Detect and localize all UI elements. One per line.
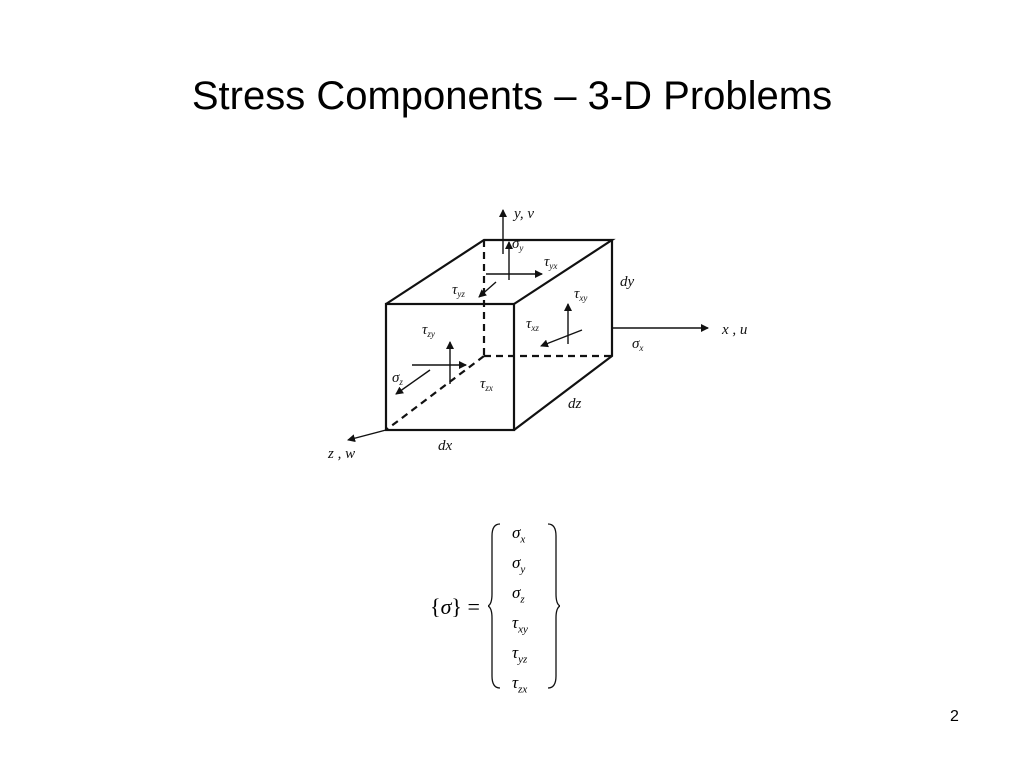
cube-hidden-edges	[385, 240, 612, 431]
dim-dz-label: dz	[568, 396, 582, 412]
stress-element-figure: y, v x , u z , w dx dy dz σy τyx τyz τxy…	[318, 196, 788, 476]
tau-yz-label: τyz	[452, 282, 465, 299]
cube-outline	[384, 238, 616, 432]
cube-right-face	[513, 240, 614, 431]
lhs-close-equals: } =	[451, 594, 480, 619]
axis-x-label: x , u	[721, 322, 747, 338]
lhs-open-brace: {	[430, 594, 441, 619]
vector-entry-sigma-y: σy	[512, 553, 526, 576]
equation-lhs: {σ} =	[430, 594, 480, 620]
tau-zy-label: τzy	[422, 322, 435, 339]
figure-labels: y, v x , u z , w dx dy dz σy τyx τyz τxy…	[327, 206, 747, 462]
vector-entry-tau-yz: τyz	[512, 643, 528, 666]
sigma-z-label: σz	[392, 370, 403, 387]
cube-front-face	[384, 302, 516, 432]
stress-vector: σx σy σz τxy τyz τzx	[504, 518, 544, 698]
lhs-sigma: σ	[440, 594, 452, 619]
z-axis-arrow	[347, 429, 387, 443]
slide-title: Stress Components – 3-D Problems	[191, 74, 833, 118]
sigma-y-label: σy	[512, 236, 523, 253]
vector-entry-tau-xy: τxy	[512, 613, 528, 636]
tau-xz-arrow	[540, 329, 583, 348]
vector-entry-sigma-x: σx	[512, 523, 526, 546]
dim-dy-label: dy	[620, 274, 635, 290]
left-vector-brace	[488, 523, 501, 689]
stress-element-diagram: y, v x , u z , w dx dy dz σy τyx τyz τxy…	[327, 206, 747, 462]
stress-vector-equation: {σ} = σx σy σz τxy τyz τzx	[420, 516, 580, 696]
hidden-edge-depth	[385, 355, 485, 431]
vector-entry-tau-zx: τzx	[512, 673, 528, 696]
tau-yx-label: τyx	[544, 254, 557, 271]
tau-xz-label: τxz	[526, 316, 539, 333]
axis-z-label: z , w	[327, 446, 355, 462]
axes	[347, 209, 709, 443]
tau-zx-label: τzx	[480, 376, 493, 393]
right-vector-brace	[547, 523, 560, 689]
tau-yz-arrow	[478, 281, 497, 298]
dim-dx-label: dx	[438, 438, 453, 454]
cube-top-face	[385, 238, 616, 305]
tau-xy-label: τxy	[574, 286, 587, 303]
axis-y-label: y, v	[512, 206, 534, 222]
sigma-x-label: σx	[632, 336, 643, 353]
vector-entry-sigma-z: σz	[512, 583, 525, 606]
sigma-z-arrow	[395, 369, 431, 395]
page-number: 2	[950, 708, 959, 725]
stress-arrows	[395, 241, 583, 395]
